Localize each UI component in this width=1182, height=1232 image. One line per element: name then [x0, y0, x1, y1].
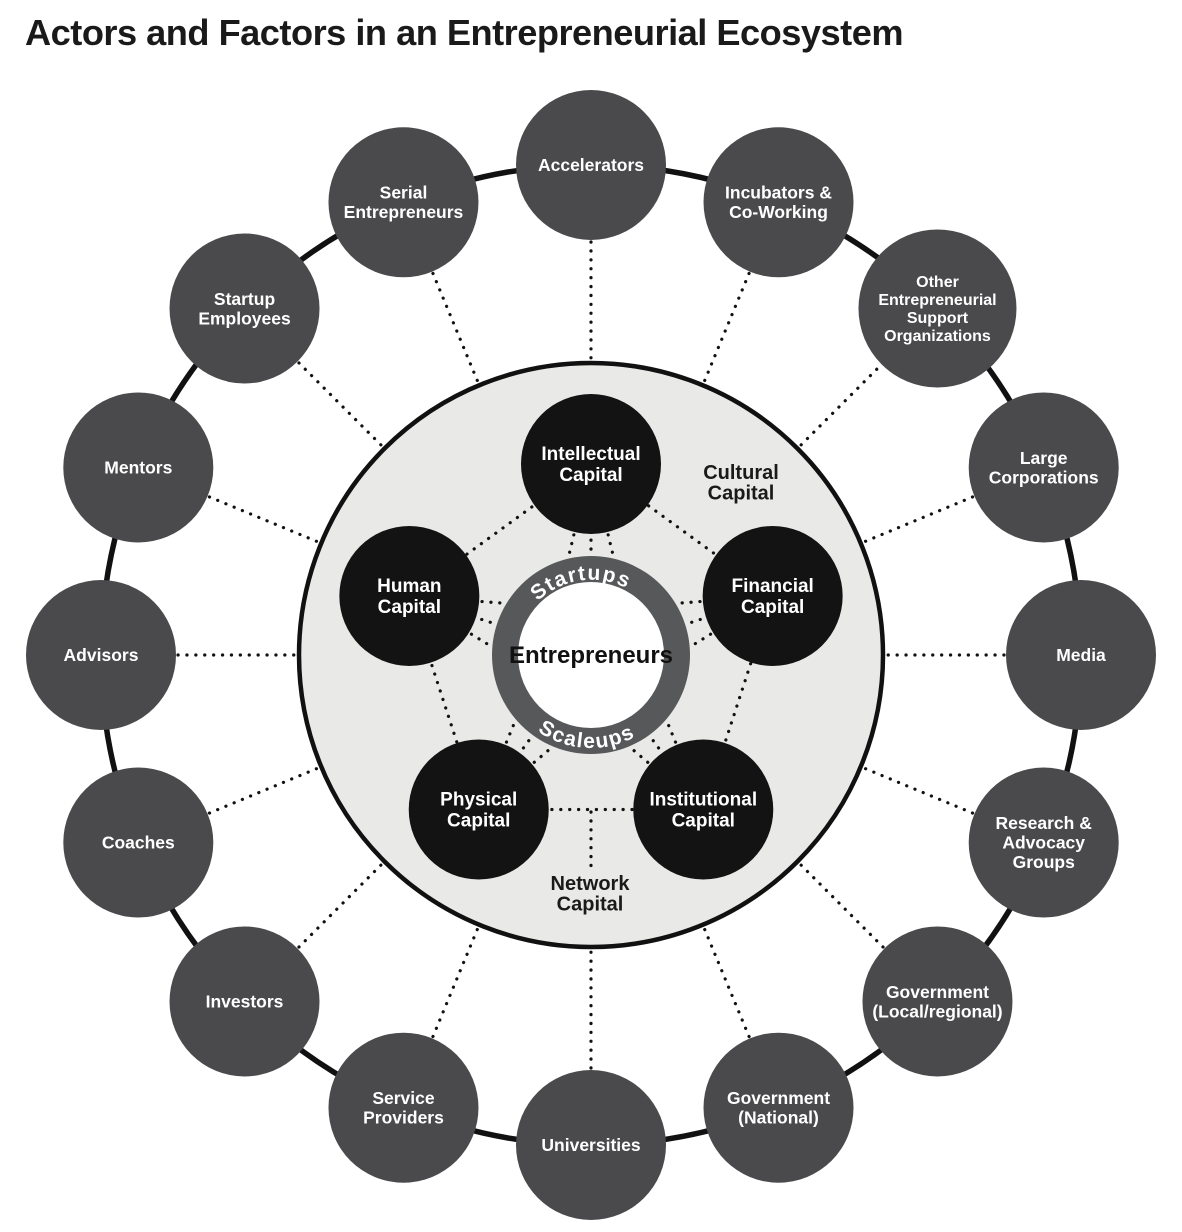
capital-spoke-3	[477, 743, 557, 812]
actor-circle	[703, 1032, 854, 1183]
capital-spoke-4	[407, 594, 511, 606]
capital-circle	[521, 394, 661, 534]
actor-node-government-national: Government(National)	[703, 1032, 854, 1183]
center-hub: Startups Scaleups Entrepreneurs	[492, 555, 690, 756]
capital-circle	[633, 739, 774, 880]
actor-circle	[328, 127, 479, 278]
actor-node-media: Media	[1006, 580, 1156, 730]
actor-node-coaches: Coaches	[63, 767, 214, 918]
actor-circle	[516, 90, 666, 240]
actor-connector-14	[297, 361, 385, 449]
actor-connector-6	[797, 861, 885, 949]
actor-label: Coaches	[102, 833, 175, 853]
actor-circle	[63, 767, 214, 918]
capital-spoke-1	[671, 594, 775, 606]
actor-circle	[968, 392, 1119, 543]
actor-connector-2	[797, 361, 885, 449]
actor-node-mentors: Mentors	[63, 392, 214, 543]
actor-connector-10	[297, 861, 385, 949]
capital-spoke-2	[625, 743, 705, 812]
actor-circle	[26, 580, 176, 730]
actor-circle	[516, 1070, 666, 1220]
capital-circle	[702, 525, 843, 666]
page-title: Actors and Factors in an Entrepreneurial…	[25, 12, 903, 53]
actor-connector-3	[861, 495, 975, 544]
capital-circle	[408, 739, 549, 880]
actor-label: Advisors	[64, 645, 139, 665]
capital-spoke-3	[477, 715, 519, 812]
capital-spoke-2	[663, 715, 705, 812]
actor-circle	[703, 127, 854, 278]
actor-label: Government(National)	[727, 1088, 830, 1128]
actor-node-government-local-regional: Government(Local/regional)	[862, 926, 1013, 1077]
actor-label: Investors	[206, 992, 284, 1012]
actor-connector-11	[207, 766, 321, 815]
capital-spoke-4	[407, 594, 496, 650]
actor-connector-5	[861, 766, 975, 815]
actor-connector-7	[702, 925, 751, 1039]
actor-label: Accelerators	[538, 155, 644, 175]
actor-label: Incubators &Co-Working	[725, 183, 832, 223]
actor-connector-13	[207, 495, 321, 544]
actor-connector-9	[431, 925, 480, 1039]
hub-label: Entrepreneurs	[509, 642, 673, 669]
actor-node-investors: Investors	[169, 926, 320, 1077]
actor-label: Universities	[541, 1135, 640, 1155]
actor-label: Media	[1056, 645, 1106, 665]
capital-circle	[339, 525, 480, 666]
actor-circle	[328, 1032, 479, 1183]
actor-node-universities: Universities	[516, 1070, 666, 1220]
capital-spoke-0	[565, 462, 593, 563]
actor-connector-1	[702, 271, 751, 385]
actor-circle	[858, 229, 1017, 388]
actor-label: Government(Local/regional)	[872, 982, 1002, 1022]
hub-center-circle	[518, 582, 664, 728]
actor-connector-15	[431, 271, 480, 385]
actor-circle	[63, 392, 214, 543]
capital-spoke-1	[686, 594, 775, 650]
actor-circle	[968, 767, 1119, 918]
actor-node-incubators-co-working: Incubators &Co-Working	[703, 127, 854, 278]
actor-circle	[169, 926, 320, 1077]
actor-circle	[862, 926, 1013, 1077]
actor-circle	[169, 233, 320, 384]
actor-label: Mentors	[104, 458, 172, 478]
actor-node-advisors: Advisors	[26, 580, 176, 730]
actor-node-accelerators: Accelerators	[516, 90, 666, 240]
capital-spoke-0	[589, 462, 617, 563]
actor-circle	[1006, 580, 1156, 730]
